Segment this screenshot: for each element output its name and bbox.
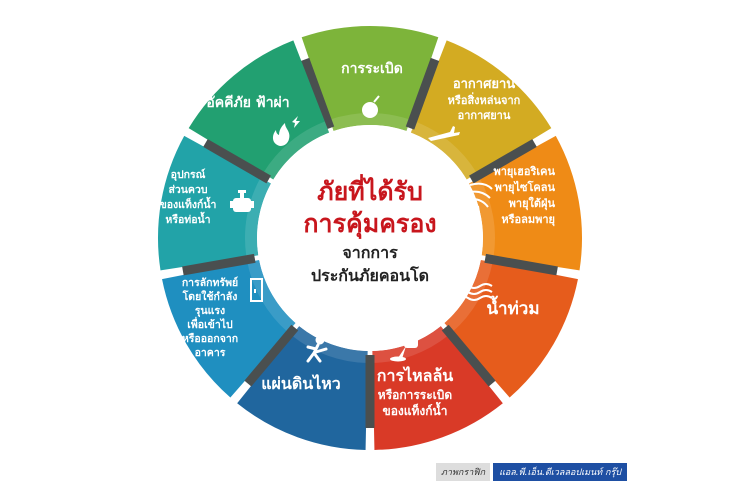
center-title: ภัยที่ได้รับ การคุ้มครอง จากการ ประกันภั… (303, 174, 436, 285)
svg-text:พายุไซโคลน: พายุไซโคลน (495, 180, 556, 195)
bomb-icon (362, 95, 380, 118)
svg-text:หรือออกจาก: หรือออกจาก (182, 332, 238, 345)
svg-text:พายุใต้ฝุ่น: พายุใต้ฝุ่น (509, 196, 556, 211)
segment-label-earthquake: แผ่นดินไหว (261, 374, 341, 393)
segment-label-flood: น้ำท่วม (486, 295, 539, 319)
segment-inner-band (469, 177, 495, 258)
segment-inner-band (263, 121, 330, 180)
svg-text:หรือลมพายุ: หรือลมพายุ (501, 213, 555, 227)
credit-source: แอล.พี.เอ็น.ดีเวลลอปเมนท์ กรุ๊ป (493, 463, 628, 481)
segment-separator (405, 57, 440, 130)
svg-text:อาคาร: อาคาร (195, 347, 226, 359)
svg-text:อากาศยาน: อากาศยาน (453, 77, 515, 92)
svg-text:อัคคีภัย ฟ้าผ่า: อัคคีภัย ฟ้าผ่า (206, 95, 289, 111)
segment-9 (188, 40, 330, 180)
svg-text:การไหลล้น: การไหลล้น (377, 366, 453, 385)
segment-inner-band (329, 113, 411, 132)
segment-separator (484, 253, 558, 276)
center-circle (257, 125, 483, 351)
svg-text:การลักทรัพย์: การลักทรัพย์ (182, 276, 238, 289)
segment-4 (444, 259, 578, 398)
segment-label-fire-lightning: อัคคีภัย ฟ้าผ่า (206, 95, 289, 111)
title-line-2: การคุ้มครอง (303, 209, 436, 240)
svg-text:อุปกรณ์: อุปกรณ์ (171, 168, 206, 182)
svg-text:การระเบิด: การระเบิด (341, 61, 403, 77)
fire-lightning-icon (272, 116, 300, 146)
segment-separator (203, 139, 271, 184)
segment-2 (410, 40, 552, 180)
svg-text:ส่วนควบ: ส่วนควบ (168, 184, 207, 196)
svg-text:น้ำท่วม: น้ำท่วม (486, 295, 539, 319)
segment-label-overflow: การไหลล้น หรือการระเบิด ของแท็งก์น้ำ (377, 366, 453, 418)
title-line-1: ภัยที่ได้รับ (317, 174, 423, 206)
segment-label-storm: พายุเฮอริเคน พายุไซโคลน พายุใต้ฝุ่น หรือ… (494, 165, 556, 227)
valve-icon (230, 190, 254, 212)
svg-text:หรือสิ่งหล่นจาก: หรือสิ่งหล่นจาก (448, 92, 521, 107)
segment-6 (237, 326, 368, 450)
segment-inner-band (410, 121, 477, 180)
svg-text:โดยใช้กำลัง: โดยใช้กำลัง (182, 289, 238, 303)
segment-inner-band (291, 326, 368, 363)
svg-text:หรือการระเบิด: หรือการระเบิด (378, 388, 453, 402)
airplane-icon (428, 126, 460, 141)
spill-tank-icon (390, 334, 418, 362)
door-icon (250, 278, 263, 302)
segment-separator (441, 324, 496, 387)
segment-label-aircraft: อากาศยาน หรือสิ่งหล่นจาก อากาศยาน (448, 77, 521, 122)
flood-waves-icon (455, 283, 493, 301)
segment-separator (182, 253, 256, 276)
svg-text:หรือท่อน้ำ: หรือท่อน้ำ (165, 211, 210, 226)
subtitle-line-1: จากการ (342, 243, 398, 262)
image-credit: ภาพกราฟิก แอล.พี.เอ็น.ดีเวลลอปเมนท์ กรุ๊… (436, 463, 628, 481)
subtitle-line-2: ประกันภัยคอนโด (311, 265, 429, 285)
segment-separator (300, 57, 335, 130)
segment-separator (469, 139, 537, 184)
earthquake-falling-person-icon (306, 335, 328, 363)
storm-icon (469, 182, 493, 221)
svg-text:อากาศยาน: อากาศยาน (458, 109, 511, 122)
svg-text:รุนแรง: รุนแรง (195, 305, 225, 318)
segment-inner-band (245, 177, 271, 258)
segment-inner-band (444, 259, 493, 333)
svg-text:ของแท็งก์น้ำ: ของแท็งก์น้ำ (160, 196, 217, 211)
segment-separator (244, 324, 299, 387)
segment-label-robbery: การลักทรัพย์ โดยใช้กำลัง รุนแรง เพื่อเข้… (182, 276, 239, 359)
segment-label-water-equipment: อุปกรณ์ ส่วนควบ ของแท็งก์น้ำ หรือท่อน้ำ (160, 168, 217, 226)
segment-inner-band (247, 259, 296, 333)
svg-text:พายุเฮอริเคน: พายุเฮอริเคน (494, 165, 556, 179)
segment-5 (372, 326, 503, 450)
svg-text:แผ่นดินไหว: แผ่นดินไหว (261, 374, 341, 393)
credit-label: ภาพกราฟิก (436, 463, 491, 481)
segment-1 (301, 26, 439, 132)
segment-label-explosion: การระเบิด (341, 61, 403, 77)
svg-text:เพื่อเข้าไป: เพื่อเข้าไป (187, 316, 233, 331)
svg-text:ของแท็งก์น้ำ: ของแท็งก์น้ำ (383, 401, 448, 418)
